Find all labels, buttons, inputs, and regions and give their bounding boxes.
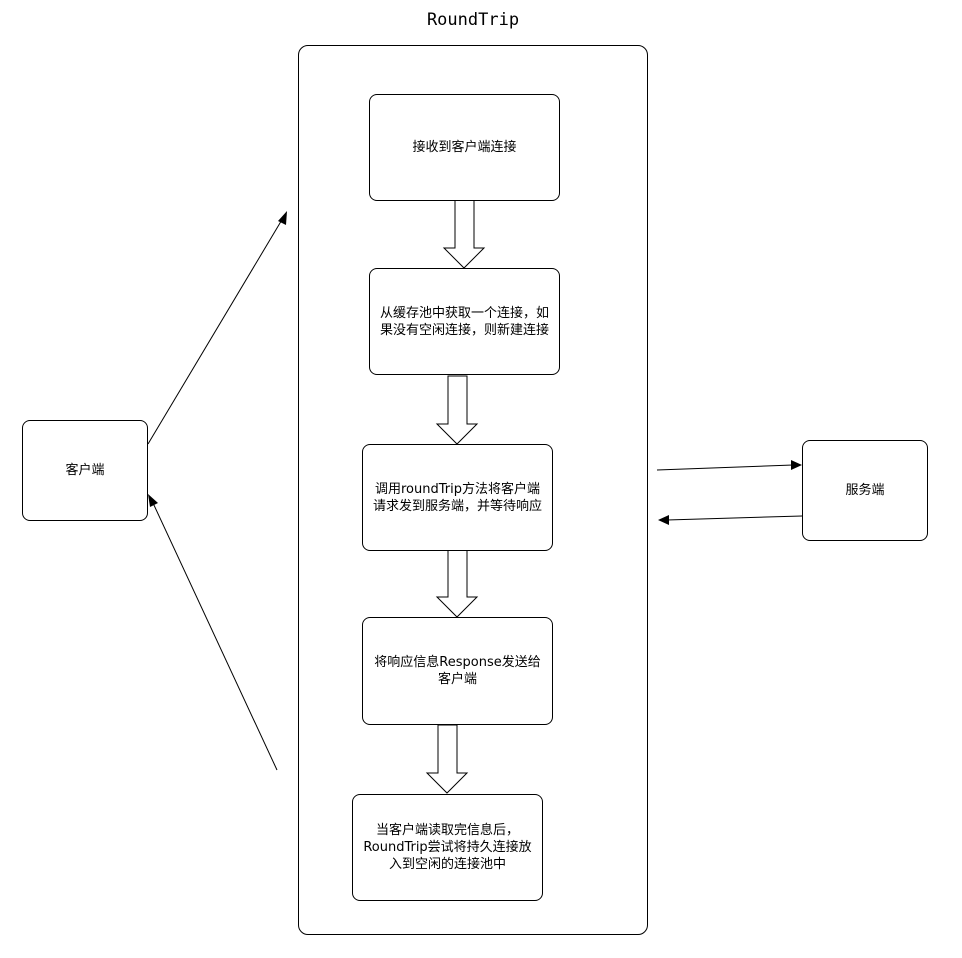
step4-node: 将响应信息Response发送给客户端 xyxy=(362,617,553,725)
step1-label: 接收到客户端连接 xyxy=(412,140,517,155)
step2-node: 从缓存池中获取一个连接，如果没有空闲连接，则新建连接 xyxy=(369,268,560,375)
step3-to-step4-arrow xyxy=(435,549,479,618)
step1-to-step2-arrow xyxy=(442,199,486,269)
server-to-roundtrip-arrowhead xyxy=(658,515,669,525)
step3-node: 调用roundTrip方法将客户端请求发到服务端，并等待响应 xyxy=(362,444,553,551)
step4-label: 将响应信息Response发送给客户端 xyxy=(374,655,541,687)
step5-node: 当客户端读取完信息后，RoundTrip尝试将持久连接放入到空闲的连接池中 xyxy=(352,794,543,901)
roundtrip-to-server-arrow xyxy=(656,464,794,471)
client-to-roundtrip-arrowhead xyxy=(278,211,287,225)
server-to-roundtrip-arrow xyxy=(666,515,803,521)
step5-label: 当客户端读取完信息后，RoundTrip尝试将持久连接放入到空闲的连接池中 xyxy=(363,823,532,872)
client-node: 客户端 xyxy=(22,420,148,521)
step3-label: 调用roundTrip方法将客户端请求发到服务端，并等待响应 xyxy=(372,481,542,514)
roundtrip-to-client-arrowhead xyxy=(148,494,158,507)
roundtrip-to-server-arrowhead xyxy=(791,460,802,470)
client-label: 客户端 xyxy=(65,463,105,478)
diagram-title: RoundTrip xyxy=(426,10,520,30)
server-node: 服务端 xyxy=(802,440,928,541)
client-to-roundtrip-arrow xyxy=(147,217,284,445)
step4-to-step5-arrow xyxy=(425,724,469,794)
step2-to-step3-arrow xyxy=(435,375,479,445)
step1-node: 接收到客户端连接 xyxy=(369,94,560,201)
roundtrip-to-client-arrow xyxy=(152,502,278,771)
server-label: 服务端 xyxy=(845,483,885,498)
step2-label: 从缓存池中获取一个连接，如果没有空闲连接，则新建连接 xyxy=(379,305,549,338)
